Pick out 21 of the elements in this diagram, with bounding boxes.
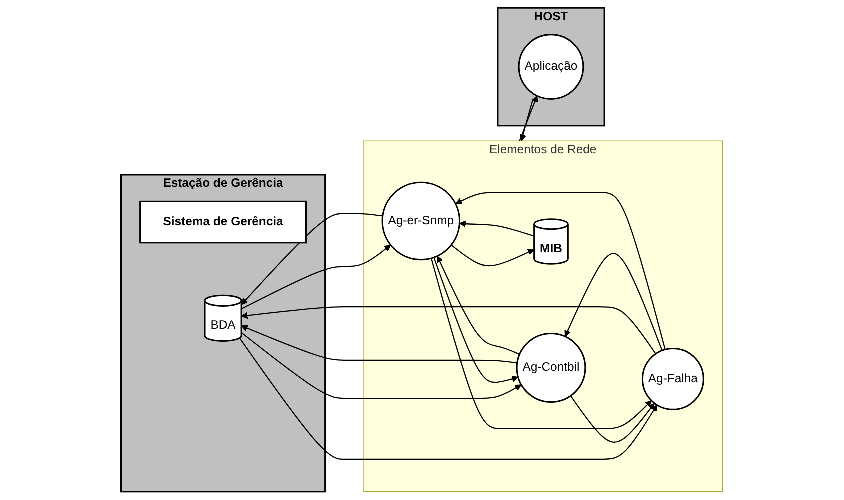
node-circle: Ag-er-Snmp (382, 182, 461, 261)
arrow (519, 96, 538, 142)
arrow (241, 213, 383, 306)
arrow (455, 192, 666, 350)
arrow (459, 220, 534, 237)
arrow (436, 256, 520, 356)
arrow (570, 396, 655, 443)
arrow (239, 338, 658, 460)
arrow (520, 99, 534, 142)
node-circle: Ag-Falha (642, 348, 704, 410)
arrow (241, 332, 522, 400)
arrow (241, 325, 518, 364)
node-circle: Ag-Contbil (516, 333, 586, 403)
arrow (434, 257, 519, 384)
node-circle: Aplicação (518, 34, 584, 100)
arrow (564, 253, 663, 351)
arrow (241, 244, 392, 310)
node-box: Sistema de Gerência (140, 200, 307, 244)
arrow (451, 244, 535, 267)
arrow (241, 306, 656, 354)
arrow (430, 258, 652, 430)
